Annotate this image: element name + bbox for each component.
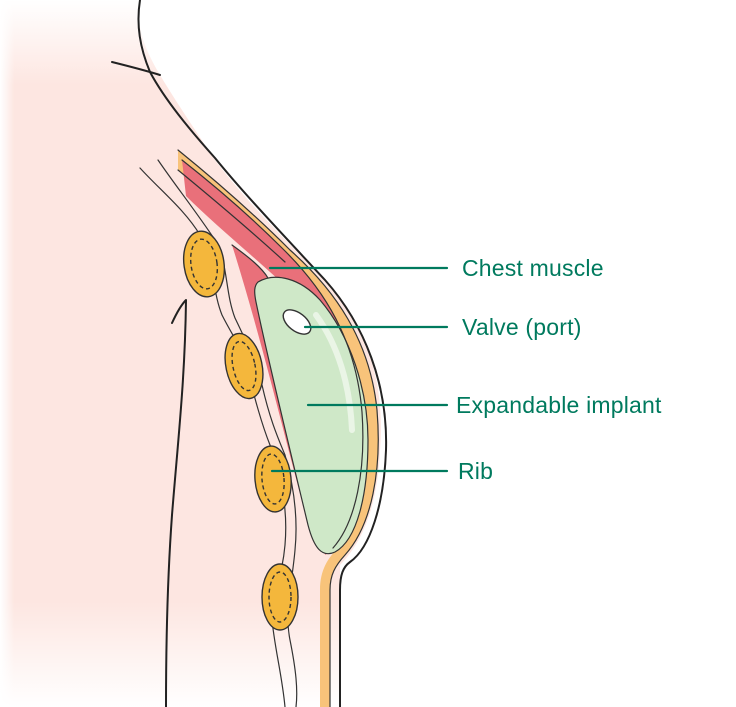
rib-label: Rib [458,458,493,484]
rib-4 [262,564,298,630]
implant-label: Expandable implant [456,392,662,418]
valve-label: Valve (port) [462,314,582,340]
chest-muscle-label: Chest muscle [462,255,604,281]
